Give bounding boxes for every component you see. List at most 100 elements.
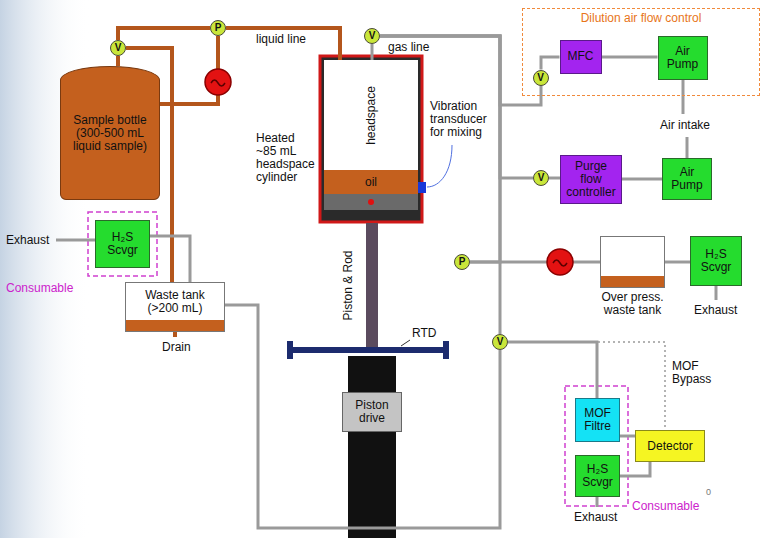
piston-drive-box: Piston drive bbox=[342, 392, 402, 432]
gas-line bbox=[602, 56, 658, 59]
intake-label: Air intake bbox=[653, 119, 717, 132]
scavenger-box: H₂S Scvgr bbox=[690, 236, 742, 286]
node-text: H₂S Scvgr bbox=[694, 248, 738, 274]
vibration-transducer bbox=[418, 182, 426, 193]
exhaust-label: Exhaust bbox=[694, 304, 737, 317]
consumable-bracket bbox=[88, 212, 157, 276]
oil-layer: oil bbox=[324, 170, 418, 194]
valve-symbol: V bbox=[533, 170, 549, 186]
node-text: V bbox=[537, 71, 544, 85]
gas-line bbox=[150, 236, 190, 282]
node-text: Sample bottle (300-500 mL liquid sample) bbox=[67, 114, 153, 153]
valve-symbol: V bbox=[364, 28, 380, 44]
piston bbox=[324, 194, 418, 210]
intake-pipe bbox=[682, 80, 685, 114]
gas-line bbox=[371, 44, 374, 60]
pump-symbol bbox=[205, 69, 231, 95]
consumable-bracket bbox=[565, 386, 628, 506]
consumable-label: Consumable bbox=[6, 282, 73, 295]
liquid-line bbox=[116, 56, 120, 66]
gas-line bbox=[665, 261, 690, 264]
scavenger-box: H₂S Scvgr bbox=[575, 455, 620, 497]
rtd-bar bbox=[290, 347, 446, 353]
tank-shape bbox=[600, 236, 665, 288]
gas-line bbox=[470, 261, 600, 264]
rtd-flange bbox=[287, 341, 293, 359]
node-text: V bbox=[369, 29, 376, 43]
gas-line bbox=[225, 305, 500, 528]
valve-symbol: V bbox=[110, 40, 126, 56]
node-text: Piston drive bbox=[346, 399, 398, 425]
piston-seal bbox=[368, 199, 374, 205]
node-text: P bbox=[215, 21, 222, 35]
drive-shaft bbox=[348, 356, 396, 538]
stray-mark: 0 bbox=[706, 486, 711, 499]
node-text: Over press. waste tank bbox=[594, 291, 671, 317]
sensor-label: RTD bbox=[412, 327, 436, 340]
pressure-gauge: P bbox=[454, 254, 470, 270]
exhaust-label: Exhaust bbox=[6, 234, 49, 247]
sample-bottle: Sample bottle (300-500 mL liquid sample) bbox=[60, 66, 160, 200]
node-text: MFC bbox=[568, 50, 594, 63]
consumable-label: Consumable bbox=[632, 500, 699, 513]
dilution-group: Dilution air flow controlV MFC Air Pump bbox=[522, 8, 760, 96]
node-text: H₂S Scvgr bbox=[99, 231, 146, 257]
node-text: Air Pump bbox=[666, 166, 708, 192]
filter-box: MOF Filtre bbox=[575, 398, 620, 442]
part-label: Heated ~85 mL headspace cylinder bbox=[256, 132, 316, 184]
line-label: gas line bbox=[388, 41, 429, 54]
node-text: Air Pump bbox=[662, 45, 704, 71]
node-text: MOF Filtre bbox=[579, 407, 616, 433]
over-pressure-tank: Over press. waste tank bbox=[594, 236, 671, 320]
node-text: headspace bbox=[365, 86, 378, 145]
exhaust-label: Exhaust bbox=[574, 511, 617, 524]
intake-pipe bbox=[686, 137, 689, 158]
flow-controller-box: Purge flow controller bbox=[560, 155, 622, 204]
part-label: Piston & Rod bbox=[342, 250, 355, 320]
piston-rod bbox=[366, 223, 378, 348]
node-text: V bbox=[115, 41, 122, 55]
drain-label: Drain bbox=[162, 341, 191, 354]
heated-cylinder bbox=[320, 56, 422, 222]
node-text: Waste tank (>200 mL) bbox=[132, 289, 218, 315]
gas-line bbox=[508, 342, 597, 398]
waste-tank: Waste tank (>200 mL) bbox=[125, 282, 225, 332]
line-label: liquid line bbox=[256, 33, 306, 46]
pressure-gauge: P bbox=[210, 20, 226, 36]
exhaust-pipe bbox=[596, 497, 599, 507]
air-pump-box: Air Pump bbox=[662, 158, 712, 200]
headspace-region: headspace bbox=[324, 60, 418, 170]
node-text: oil bbox=[365, 176, 377, 189]
valve-symbol: V bbox=[492, 334, 508, 350]
node-text: V bbox=[538, 171, 545, 185]
node-text: V bbox=[497, 335, 504, 349]
pump-symbol bbox=[547, 249, 573, 275]
drain-pipe bbox=[173, 332, 177, 337]
gas-line bbox=[620, 462, 650, 476]
node-text: P bbox=[459, 255, 466, 269]
mfc-box: MFC bbox=[560, 40, 602, 74]
detector-box: Detector bbox=[635, 430, 705, 462]
exhaust-pipe bbox=[715, 286, 718, 300]
node-text: H₂S Scvgr bbox=[579, 463, 616, 489]
node-text: Detector bbox=[647, 440, 692, 453]
part-label: Vibration transducer for mixing bbox=[430, 100, 496, 139]
gas-line bbox=[620, 435, 635, 438]
scavenger-box: H₂S Scvgr bbox=[95, 220, 150, 268]
gas-line bbox=[622, 178, 662, 181]
node-text: Dilution air flow control bbox=[581, 12, 702, 25]
node-text: Purge flow controller bbox=[564, 160, 618, 199]
liquid-line bbox=[118, 28, 210, 40]
gas-line bbox=[541, 57, 560, 70]
bypass-label: MOF Bypass bbox=[672, 360, 716, 386]
rtd-flange bbox=[443, 341, 449, 359]
leader-line bbox=[401, 340, 410, 346]
valve-symbol: V bbox=[533, 70, 549, 86]
liquid-line bbox=[226, 28, 340, 60]
leader-line bbox=[427, 145, 452, 187]
exhaust-pipe bbox=[56, 239, 95, 242]
air-pump-box: Air Pump bbox=[658, 36, 708, 80]
gas-line bbox=[549, 177, 560, 180]
